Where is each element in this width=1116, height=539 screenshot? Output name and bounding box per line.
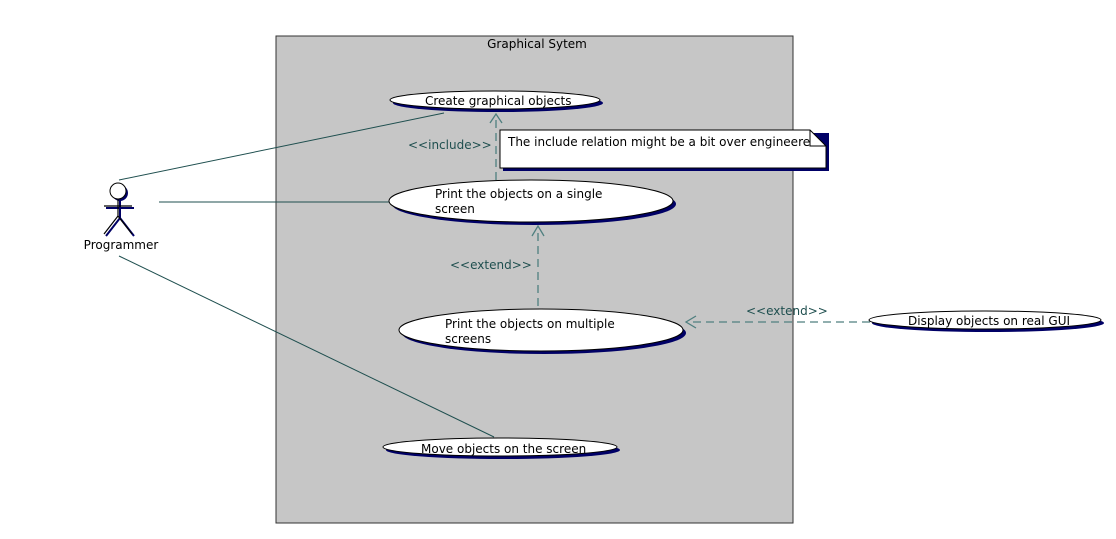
system-title: Graphical Sytem <box>487 37 587 51</box>
extend-label-single: <<extend>> <box>450 258 532 272</box>
usecase-print-multiple-screens[interactable]: Print the objects on multiple screens <box>398 308 686 354</box>
usecase-print-multiple-label-line1: Print the objects on multiple <box>445 317 615 331</box>
extend-label-gui: <<extend>> <box>746 304 828 318</box>
include-dependency[interactable] <box>489 112 503 180</box>
actor-name: Programmer <box>84 238 159 252</box>
usecase-display-gui-label: Display objects on real GUI <box>908 314 1070 328</box>
extend-dependency-gui[interactable] <box>684 315 870 329</box>
usecase-create-label: Create graphical objects <box>425 94 571 108</box>
note-text: The include relation might be a bit over… <box>507 135 810 149</box>
usecase-print-single-label-line2: screen <box>435 202 475 216</box>
associations <box>118 112 495 438</box>
usecase-move-objects[interactable]: Move objects on the screen <box>382 437 620 459</box>
usecase-print-multiple-label-line2: screens <box>445 332 491 346</box>
usecase-create-graphical-objects[interactable]: Create graphical objects <box>389 90 603 112</box>
actor-programmer[interactable]: Programmer <box>84 182 159 252</box>
stick-figure-icon <box>103 182 135 237</box>
dependencies: <<include>> <<extend>> <<extend>> <box>408 112 870 329</box>
association-create[interactable] <box>118 112 445 181</box>
extend-dependency-single[interactable] <box>531 224 545 306</box>
usecase-move-label: Move objects on the screen <box>421 442 586 456</box>
note[interactable]: The include relation might be a bit over… <box>499 129 829 171</box>
usecase-print-single-label-line1: Print the objects on a single <box>435 187 602 201</box>
association-move[interactable] <box>118 255 495 438</box>
usecase-display-real-gui[interactable]: Display objects on real GUI <box>868 310 1104 332</box>
include-label: <<include>> <box>408 138 492 152</box>
usecase-print-single-screen[interactable]: Print the objects on a single screen <box>388 179 676 225</box>
